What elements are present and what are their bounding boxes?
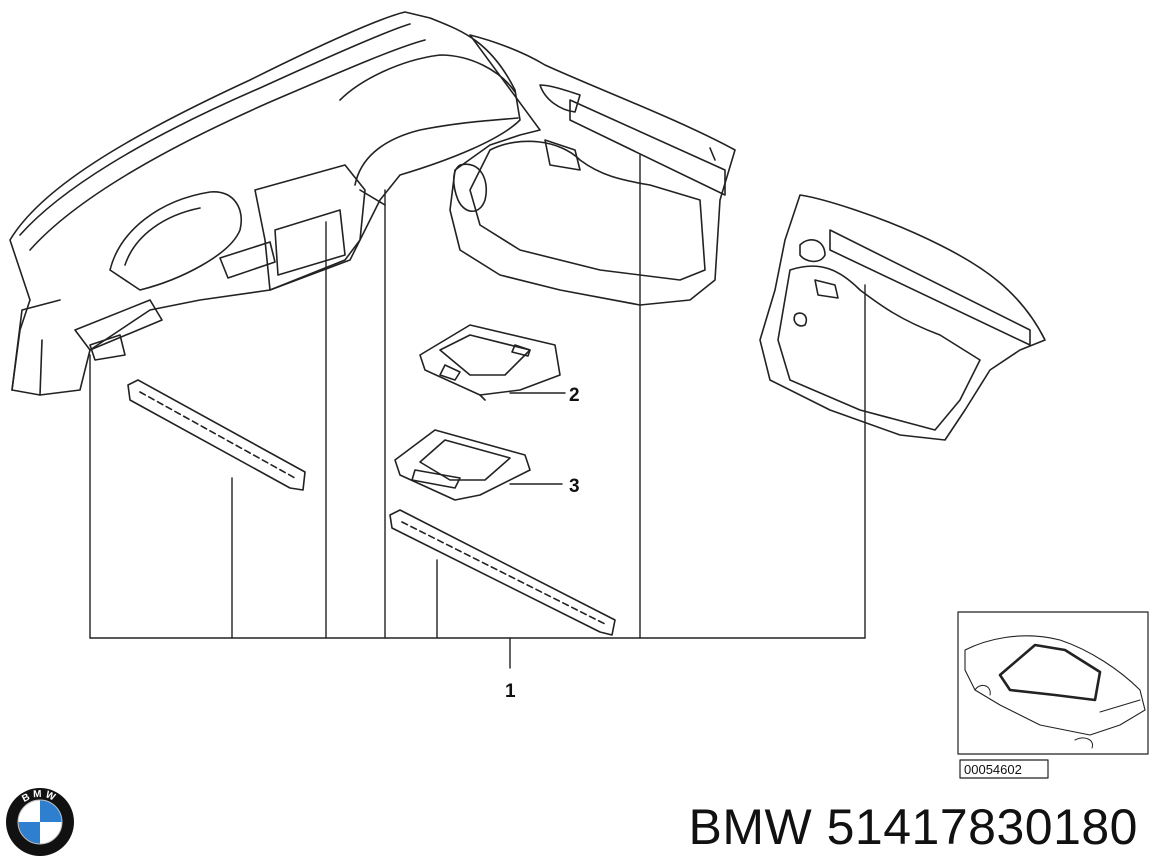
bmw-logo-text: BMW xyxy=(20,789,56,805)
footer-part-label: BMW 51417830180 xyxy=(689,798,1139,856)
callout-3: 3 xyxy=(569,476,580,497)
decorative-strip-lower xyxy=(389,509,616,636)
reference-thumbnail xyxy=(957,611,1149,755)
callout-2: 2 xyxy=(569,385,580,406)
decorative-strip-upper xyxy=(127,379,306,491)
callout-1: 1 xyxy=(505,681,516,702)
part-2-trim xyxy=(419,324,561,401)
leader-lines xyxy=(89,154,866,669)
bmw-logo: BMW xyxy=(6,788,74,856)
front-door-panel xyxy=(449,34,736,306)
rear-door-panel xyxy=(759,194,1046,441)
reference-code-box xyxy=(959,759,1049,779)
footer-part-number: 51417830180 xyxy=(826,799,1138,855)
reference-code: 00054602 xyxy=(964,762,1022,777)
dashboard-panel xyxy=(9,11,521,396)
part-3-trim xyxy=(394,429,531,501)
svg-text:BMW: BMW xyxy=(20,789,59,805)
footer-brand: BMW xyxy=(688,799,813,855)
